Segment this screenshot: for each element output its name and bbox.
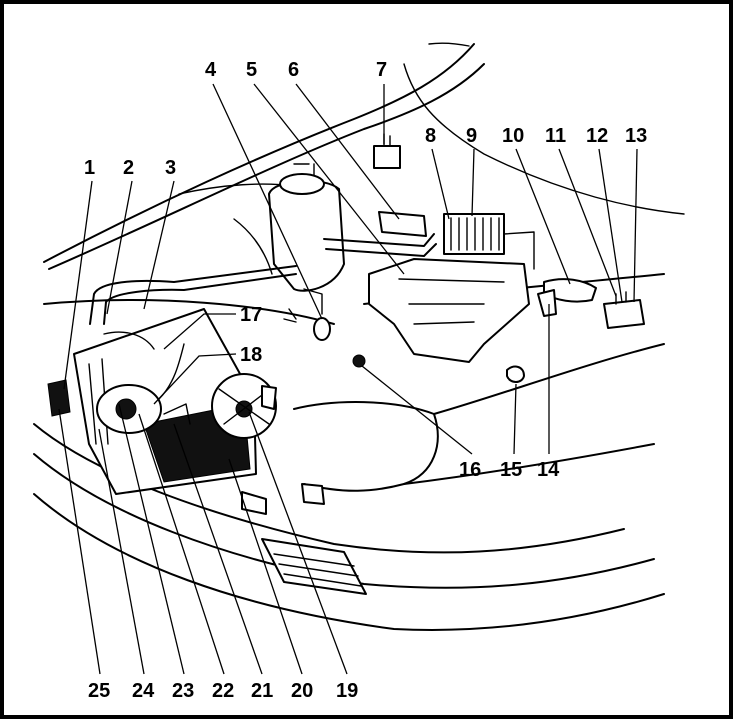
reservoir-cap [279,173,325,195]
bumper-bottom [33,493,665,631]
windshield-edge [403,63,685,215]
leader-22 [138,413,225,675]
leader-12 [598,148,623,303]
callout-14: 14 [537,459,560,481]
callout-3: 3 [165,157,176,179]
callout-11: 11 [545,125,566,147]
leader-16 [361,365,473,455]
pressure-switch [313,317,331,341]
callout-1: 1 [84,157,95,179]
callout-17: 17 [240,304,262,326]
leader-23 [118,403,185,675]
air-temp-sensor [537,289,557,317]
leader-9 [471,148,475,217]
cowl-line-upper [43,43,475,263]
evaporator-line-lower [325,243,437,257]
leader-10 [515,148,571,285]
leader-13 [633,148,638,303]
reservoir-hose [303,288,323,315]
engine-bay-diagram: 1 2 3 4 5 6 7 8 9 10 11 12 13 14 15 16 1… [33,42,685,702]
fan-motor [261,385,277,410]
callout-22: 22 [212,680,234,702]
marker-light [301,483,325,505]
leader-17 [163,313,236,350]
evaporator-line-upper [323,233,435,247]
callout-16: 16 [459,459,481,481]
callout-24: 24 [132,680,155,702]
callout-25: 25 [88,680,110,702]
expansion-valve [378,211,427,237]
compressor-clutch [115,398,137,420]
callout-18: 18 [240,344,262,366]
leader-19 [248,411,348,675]
fan-blades [218,388,270,425]
drain-tube [503,231,535,270]
leader-24 [98,428,145,675]
callout-labels: 1 2 3 4 5 6 7 8 9 10 11 12 13 14 15 16 1… [84,59,647,702]
cowl-line-lower [48,63,485,270]
blower-resistor [603,299,645,329]
fender-edge [433,343,665,415]
grille-tab [241,491,267,515]
relay-pins [383,133,391,147]
heater-core [443,213,505,255]
callout-7: 7 [376,59,387,81]
callout-21: 21 [251,680,273,702]
refrigerant-line-high [89,265,297,325]
switch-wires [283,308,297,323]
heater-core-fins [450,217,500,251]
mirror-edge [428,42,470,47]
callout-20: 20 [291,680,313,702]
callout-5: 5 [246,59,257,81]
leader-21 [173,423,263,675]
housing-ribs [398,278,505,325]
leader-1 [63,180,93,390]
callout-8: 8 [425,125,436,147]
fender-lower-edge [403,443,655,485]
leader-lines [58,83,638,675]
inner-fender-line [233,218,273,275]
leader-3 [143,180,175,310]
grommet-16 [352,354,366,368]
components [47,133,645,495]
callout-15: 15 [500,459,522,481]
leader-20 [228,458,303,675]
callout-23: 23 [172,680,194,702]
compressor-bracket [163,403,191,425]
callout-12: 12 [586,125,608,147]
leader-18 [153,353,237,405]
leader-8 [431,148,450,220]
refrigerant-line-low [103,273,297,325]
clip-15 [506,365,525,383]
callout-13: 13 [625,125,647,147]
fog-light-grille [261,538,367,595]
leader-5 [253,83,405,275]
leader-11 [558,148,617,297]
evaporator-housing [368,258,530,363]
bumper-middle [33,453,655,589]
callout-19: 19 [336,680,358,702]
reservoir-neck [293,163,315,177]
callout-9: 9 [466,125,477,147]
leader-15 [513,383,517,455]
callout-2: 2 [123,157,134,179]
callout-6: 6 [288,59,299,81]
hose-clamp [103,331,155,350]
coolant-reservoir [268,179,345,292]
callout-10: 10 [502,125,524,147]
leader-6 [295,83,400,220]
fog-grille-slats [273,553,362,587]
left-fender-line [43,299,335,325]
leader-4 [212,83,323,320]
callout-4: 4 [205,59,217,81]
leader-2 [106,180,133,315]
leader-25 [58,408,101,675]
headlight-outline [293,401,439,492]
relay-module [373,145,401,169]
